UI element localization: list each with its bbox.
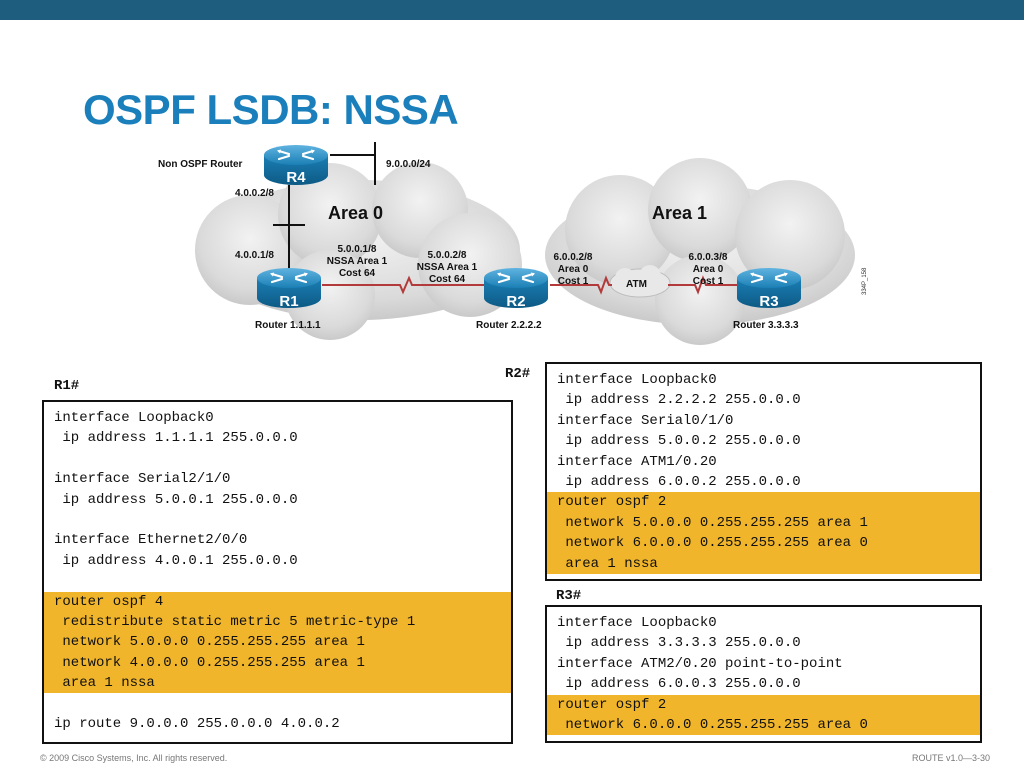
svg-text:R3: R3	[759, 293, 778, 310]
r2-config-box: interface Loopback0 ip address 2.2.2.2 2…	[545, 362, 982, 581]
r1-caption: Router 1.1.1.1	[255, 320, 321, 331]
r2-config-line: ip address 5.0.0.2 255.0.0.0	[557, 433, 801, 450]
r1-config-line: ip address 5.0.0.1 255.0.0.0	[54, 491, 298, 508]
r2-config-line: ip address 2.2.2.2 255.0.0.0	[557, 392, 801, 409]
r1-config-line: network 4.0.0.0 0.255.255.255 area 1	[44, 652, 511, 674]
svg-text:R1: R1	[279, 293, 298, 310]
svg-text:Cost 64: Cost 64	[429, 274, 466, 285]
svg-text:NSSA Area 1: NSSA Area 1	[327, 256, 388, 267]
r2-caption: Router 2.2.2.2	[476, 320, 542, 331]
r2-atm-label: 6.0.0.2/8 Area 0 Cost 1	[554, 252, 593, 287]
svg-text:Cost 64: Cost 64	[339, 268, 376, 279]
svg-text:Cost 1: Cost 1	[558, 276, 589, 287]
links	[273, 142, 737, 295]
area1-label: Area 1	[652, 203, 707, 223]
svg-text:6.0.0.3/8: 6.0.0.3/8	[689, 252, 728, 263]
svg-text:6.0.0.2/8: 6.0.0.2/8	[554, 252, 593, 263]
r4-interface-label: 4.0.0.2/8	[235, 188, 274, 199]
r1-config-line	[44, 571, 511, 591]
r2-config-line: interface Serial0/1/0	[557, 412, 734, 429]
r1-serial-label: 5.0.0.1/8 NSSA Area 1 Cost 64	[327, 244, 388, 279]
r1-config-line	[44, 693, 511, 713]
r1-config-line: network 5.0.0.0 0.255.255.255 area 1	[44, 632, 511, 653]
r1-config-line: area 1 nssa	[44, 673, 511, 694]
figure-code: 334P_158	[862, 267, 868, 295]
slide-title: OSPF LSDB: NSSA	[83, 86, 459, 133]
r2-serial-label: 5.0.0.2/8 NSSA Area 1 Cost 64	[417, 250, 478, 285]
r1-config-line	[44, 449, 511, 469]
r2-config-line: network 6.0.0.0 0.255.255.255 area 0	[547, 533, 980, 554]
atm-label: ATM	[626, 279, 647, 290]
r1-prompt: R1#	[54, 378, 80, 394]
r2-config-line: interface Loopback0	[557, 372, 717, 388]
r1-interface-label: 4.0.0.1/8	[235, 250, 274, 261]
r2-prompt: R2#	[505, 366, 531, 382]
r2-config-line: area 1 nssa	[547, 553, 980, 574]
r1-config-line: interface Ethernet2/0/0	[54, 532, 248, 549]
svg-text:Area 0: Area 0	[693, 264, 724, 275]
r1-config-box: interface Loopback0 ip address 1.1.1.1 2…	[42, 400, 513, 744]
r3-atm-label: 6.0.0.3/8 Area 0 Cost 1	[689, 252, 728, 287]
svg-text:Area 0: Area 0	[558, 264, 589, 275]
non-ospf-router-label: Non OSPF Router	[158, 159, 243, 170]
network-diagram: R4 R1 R2 R3 Non OSPF Router 9.0.0.0/24 4…	[158, 142, 868, 345]
r1-config-line: ip route 9.0.0.0 255.0.0.0 4.0.0.2	[54, 715, 340, 732]
r1-config-line: redistribute static metric 5 metric-type…	[44, 611, 511, 633]
r1-config-line: interface Loopback0	[54, 410, 214, 426]
r3-config-line: network 6.0.0.0 0.255.255.255 area 0	[547, 714, 980, 736]
area0-label: Area 0	[328, 203, 383, 223]
r3-caption: Router 3.3.3.3	[733, 320, 799, 331]
r2-config-line: ip address 6.0.0.2 255.0.0.0	[557, 473, 801, 490]
copyright-footer: © 2009 Cisco Systems, Inc. All rights re…	[40, 753, 228, 763]
slide-number-footer: ROUTE v1.0—3-30	[911, 753, 990, 763]
router-r1[interactable]: R1	[255, 266, 323, 310]
r2-config-line: interface ATM1/0.20	[557, 453, 717, 470]
r1-config-line: router ospf 4	[44, 591, 511, 612]
r3-config-line: interface Loopback0	[557, 615, 717, 631]
r2-config-line: network 5.0.0.0 0.255.255.255 area 1	[547, 512, 980, 534]
svg-text:R4: R4	[286, 169, 306, 186]
r3-config-line: router ospf 2	[547, 694, 980, 715]
r3-config-line: ip address 3.3.3.3 255.0.0.0	[557, 635, 801, 652]
r1-config-line: interface Serial2/1/0	[54, 471, 231, 488]
r2-config-line: router ospf 2	[547, 492, 980, 513]
atm-cloud	[609, 265, 671, 298]
svg-text:Cost 1: Cost 1	[693, 276, 724, 287]
r3-prompt: R3#	[556, 588, 582, 604]
r1-config-line: ip address 1.1.1.1 255.0.0.0	[54, 430, 298, 447]
router-r4[interactable]: R4	[262, 143, 330, 187]
r3-config-line: interface ATM2/0.20 point-to-point	[557, 655, 843, 672]
r1-config-line: ip address 4.0.0.1 255.0.0.0	[54, 552, 298, 569]
svg-text:5.0.0.2/8: 5.0.0.2/8	[428, 250, 467, 261]
network-9-label: 9.0.0.0/24	[386, 159, 431, 170]
r3-config-box: interface Loopback0 ip address 3.3.3.3 2…	[545, 605, 982, 743]
svg-text:5.0.0.1/8: 5.0.0.1/8	[338, 244, 377, 255]
router-r3[interactable]: R3	[735, 266, 803, 310]
svg-text:NSSA Area 1: NSSA Area 1	[417, 262, 478, 273]
r3-config-line: ip address 6.0.0.3 255.0.0.0	[557, 676, 801, 693]
top-banner	[0, 0, 1024, 20]
router-r2[interactable]: R2	[482, 266, 550, 310]
svg-text:R2: R2	[506, 293, 525, 310]
r1-config-line	[44, 510, 511, 530]
